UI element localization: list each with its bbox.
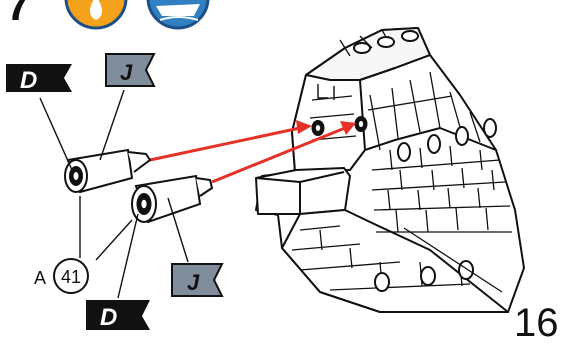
flag-j-bottom-letter: J [187,270,200,295]
part-callout-prefix: A [34,268,46,288]
hull-section-part [256,28,524,312]
flag-j-top-letter: J [120,60,133,85]
part-callout-number: 41 [61,267,81,287]
part-callout: A 41 [34,259,88,293]
glue-drop-icon [66,0,126,28]
ship-hull-icon [148,0,208,28]
flag-d-top-letter: D [20,67,37,94]
part-number-label: 16 [514,301,559,340]
flag-d-top: D [6,64,72,94]
flag-j-top: J [106,54,154,86]
flag-d-bottom-letter: D [100,304,117,331]
belaying-pin-lower [132,176,212,222]
step-number: 7 [6,0,30,30]
flag-j-bottom: J [172,264,222,296]
flag-d-bottom: D [86,300,150,331]
